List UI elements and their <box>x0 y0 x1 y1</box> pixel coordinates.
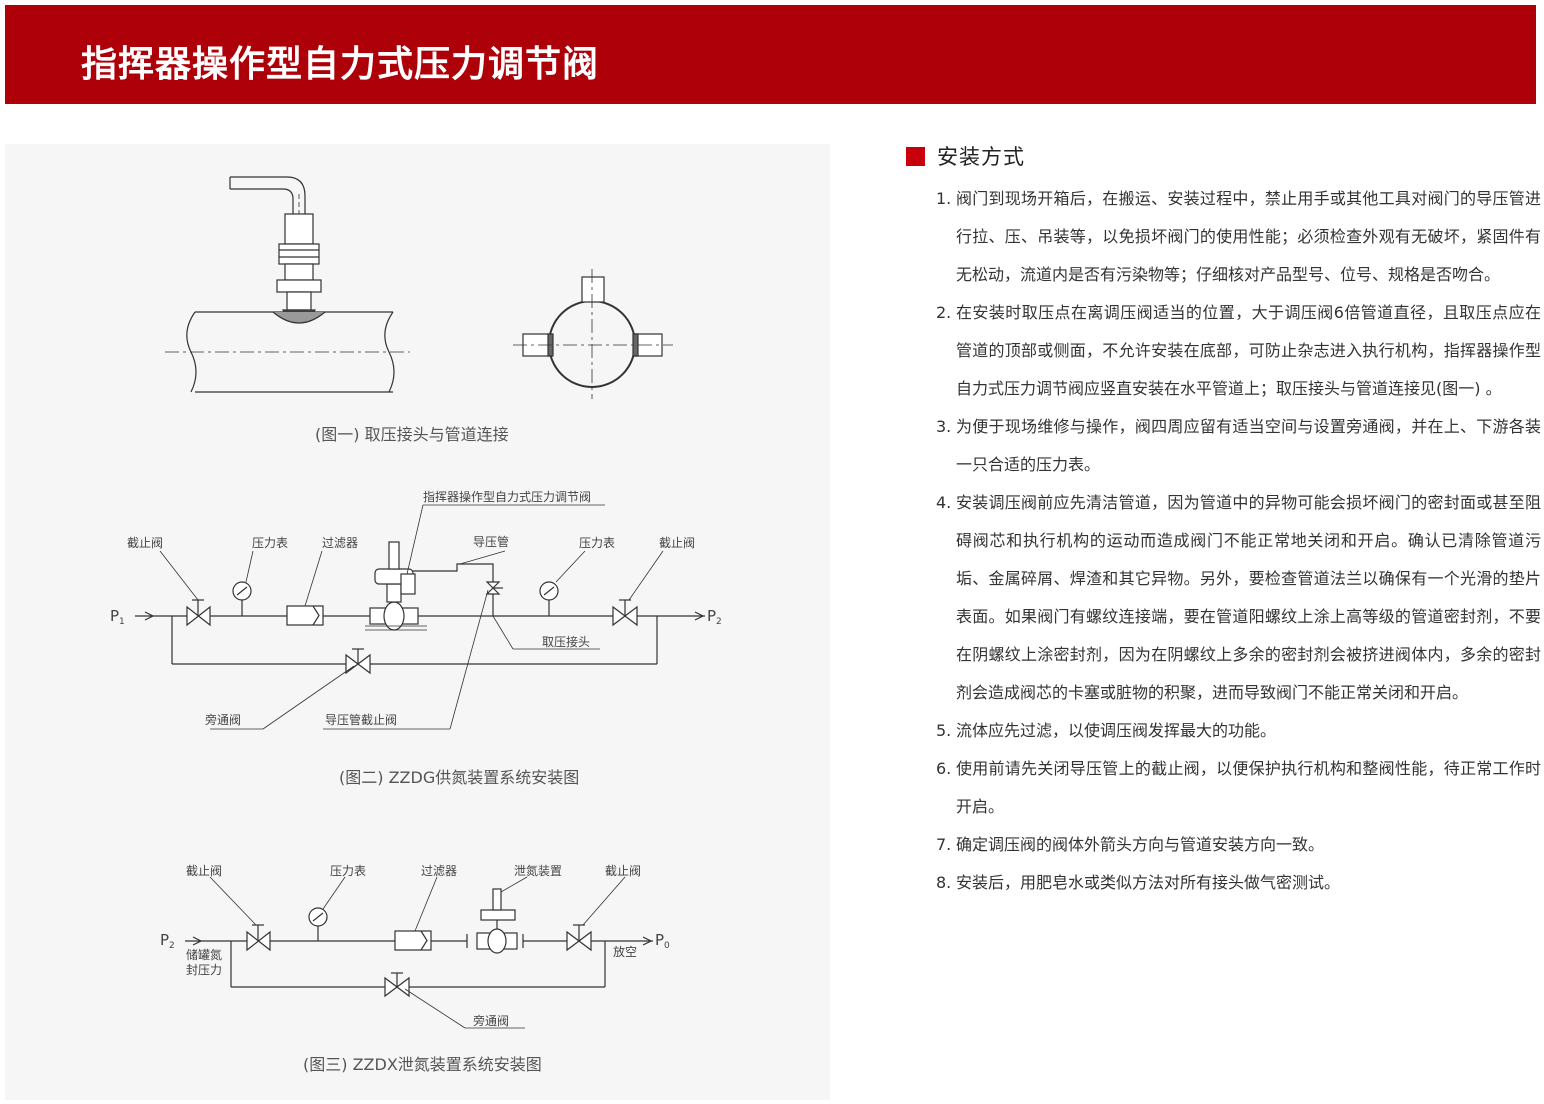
item-number: 8. <box>936 873 952 892</box>
fig3-gauge-label: 压力表 <box>330 864 366 878</box>
fig2-valve-label: 指挥器操作型自力式压力调节阀 <box>423 489 591 504</box>
fig2-gauge-left-label: 压力表 <box>252 536 288 550</box>
fig1-section-view <box>513 269 673 399</box>
list-item: 2.在安装时取压点在离调压阀适当的位置，大于调压阀6倍管道直径，且取压点应在管道… <box>936 294 1541 408</box>
fig1-side-view <box>165 176 410 393</box>
fig3-bypass-label: 旁通阀 <box>473 1013 509 1028</box>
item-text: 流体应先过滤，以使调压阀发挥最大的功能。 <box>956 721 1277 740</box>
install-list: 1.阀门到现场开箱后，在搬运、安装过程中，禁止用手或其他工具对阀门的导压管进行拉… <box>936 180 1541 902</box>
red-square-icon <box>906 146 925 166</box>
fig2-p2-label: P2 <box>707 607 722 627</box>
fig2-shutoff-right-label: 截止阀 <box>659 536 695 550</box>
item-text: 确定调压阀的阀体外箭头方向与管道安装方向一致。 <box>956 835 1325 854</box>
fig1-caption: (图一) 取压接头与管道连接 <box>315 425 509 444</box>
installation-diagrams: 指挥器操作型自力式压力调节阀 截止阀 压力表 过滤器 导压管 压力表 截止阀 P… <box>110 176 722 1029</box>
item-number: 2. <box>936 303 952 322</box>
fig2-shutoff-left-label: 截止阀 <box>127 536 163 550</box>
item-number: 1. <box>936 189 952 208</box>
fig2-p1-label: P1 <box>110 607 125 627</box>
fig3-system <box>185 876 653 1029</box>
item-text: 阀门到现场开箱后，在搬运、安装过程中，禁止用手或其他工具对阀门的导压管进行拉、压… <box>956 189 1541 284</box>
install-section: 安装方式 1.阀门到现场开箱后，在搬运、安装过程中，禁止用手或其他工具对阀门的导… <box>906 140 1541 892</box>
fig3-p2-label: P2 <box>160 931 175 951</box>
item-number: 3. <box>936 417 952 436</box>
list-item: 3.为便于现场维修与操作，阀四周应留有适当空间与设置旁通阀，并在上、下游各装一只… <box>936 408 1541 484</box>
fig3-vent-label: 放空 <box>613 944 637 959</box>
fig3-shutoff-right-label: 截止阀 <box>605 864 641 878</box>
list-item: 6.使用前请先关闭导压管上的截止阀，以便保护执行机构和整阀性能，待正常工作时开启… <box>936 750 1541 826</box>
item-number: 7. <box>936 835 952 854</box>
fig2-filter-label: 过滤器 <box>322 536 358 550</box>
fig3-filter-label: 过滤器 <box>421 864 457 878</box>
item-text: 安装调压阀前应先清洁管道，因为管道中的异物可能会损坏阀门的密封面或甚至阻碍阀芯和… <box>956 493 1541 702</box>
item-number: 6. <box>936 759 952 778</box>
fig3-caption: (图三) ZZDX泄氮装置系统安装图 <box>303 1055 542 1074</box>
section-title: 安装方式 <box>937 145 1025 169</box>
list-item: 5.流体应先过滤，以使调压阀发挥最大的功能。 <box>936 712 1541 750</box>
section-heading: 安装方式 <box>906 140 1541 172</box>
page-title: 指挥器操作型自力式压力调节阀 <box>81 44 600 85</box>
item-number: 5. <box>936 721 952 740</box>
item-text: 为便于现场维修与操作，阀四周应留有适当空间与设置旁通阀，并在上、下游各装一只合适… <box>956 417 1541 474</box>
fig3-relief-label: 泄氮装置 <box>514 863 562 878</box>
diagram-panel: 指挥器操作型自力式压力调节阀 截止阀 压力表 过滤器 导压管 压力表 截止阀 P… <box>5 144 830 1100</box>
list-item: 7.确定调压阀的阀体外箭头方向与管道安装方向一致。 <box>936 826 1541 864</box>
list-item: 8.安装后，用肥皂水或类似方法对所有接头做气密测试。 <box>936 864 1541 902</box>
item-text: 使用前请先关闭导压管上的截止阀，以便保护执行机构和整阀性能，待正常工作时开启。 <box>956 759 1541 816</box>
fig3-p0-label: P0 <box>655 931 670 951</box>
fig2-pilot-pipe-label: 导压管 <box>473 534 509 549</box>
item-text: 在安装时取压点在离调压阀适当的位置，大于调压阀6倍管道直径，且取压点应在管道的顶… <box>956 303 1541 398</box>
fig2-bypass-label: 旁通阀 <box>205 712 241 727</box>
fig2-caption: (图二) ZZDG供氮装置系统安装图 <box>339 768 580 787</box>
fig3-tank-line1: 储罐氮 <box>186 947 222 962</box>
fig3-tank-line2: 封压力 <box>186 963 222 977</box>
fig2-tap-label: 取压接头 <box>542 634 590 649</box>
item-text: 安装后，用肥皂水或类似方法对所有接头做气密测试。 <box>956 873 1341 892</box>
list-item: 1.阀门到现场开箱后，在搬运、安装过程中，禁止用手或其他工具对阀门的导压管进行拉… <box>936 180 1541 294</box>
fig2-pilot-shutoff-label: 导压管截止阀 <box>325 712 397 727</box>
item-number: 4. <box>936 493 952 512</box>
fig2-gauge-right-label: 压力表 <box>579 536 615 550</box>
list-item: 4.安装调压阀前应先清洁管道，因为管道中的异物可能会损坏阀门的密封面或甚至阻碍阀… <box>936 484 1541 712</box>
fig3-shutoff-left-label: 截止阀 <box>186 864 222 878</box>
title-banner: 指挥器操作型自力式压力调节阀 <box>5 5 1536 104</box>
fig2-system <box>135 504 705 730</box>
